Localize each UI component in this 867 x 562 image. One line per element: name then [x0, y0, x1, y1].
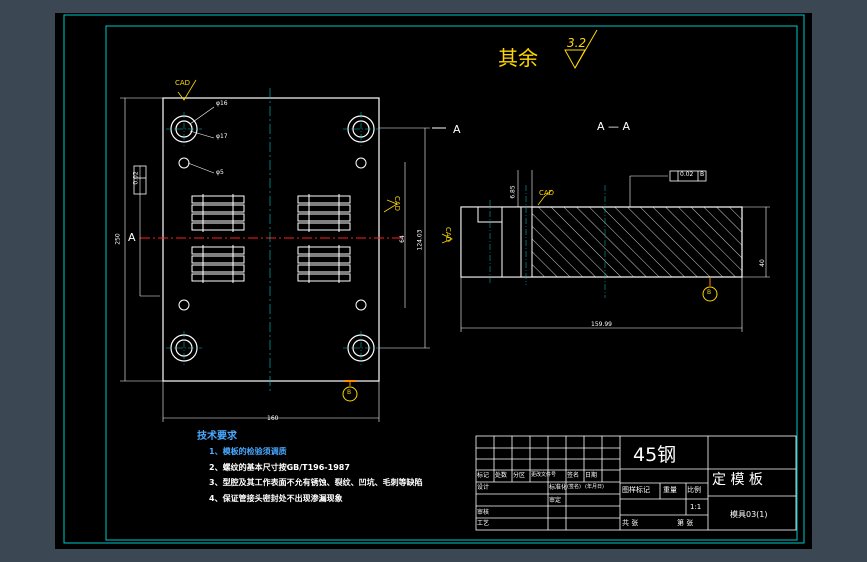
dim-hole-spacing: 124.03: [416, 229, 424, 251]
cad-label-section: CAD: [539, 189, 555, 197]
section-view: [441, 170, 770, 332]
section-groove: [520, 206, 533, 278]
tb-scale: 比例: [687, 486, 701, 494]
tech-requirements-title: 技术要求: [197, 431, 237, 442]
front-dimensions: [120, 97, 430, 422]
tb-sheet-no: 第 张: [677, 519, 694, 527]
tb-header-5: 日期: [585, 472, 598, 479]
tb-standard: 标准化: [549, 484, 568, 491]
cad-drawing: [63, 14, 805, 544]
datum-b-section: B: [707, 289, 712, 296]
parallel-tol-value: 0.02: [680, 171, 694, 178]
roughness-symbol-large: [564, 29, 598, 70]
drawing-canvas: 其余 3.2 A — A A A CAD CAD CAD CAD φ16 φ17…: [55, 13, 812, 549]
tb-stage: 图样标记: [622, 486, 650, 494]
cad-label-side: CAD: [444, 226, 453, 243]
tb-date: (年月日): [585, 484, 604, 490]
hole-label-2: φ17: [216, 133, 228, 140]
dim-side-length: 159.99: [591, 321, 612, 328]
title-block: [475, 435, 797, 531]
tb-header-0: 标记: [477, 472, 490, 479]
hole-centerlines: [166, 112, 379, 365]
roughness-prefix: 其余: [498, 46, 538, 70]
title-drawing-no: 模具03(1): [730, 510, 768, 519]
dim-groove: 6.85: [509, 185, 517, 199]
section-title: A — A: [597, 120, 631, 133]
plate-outline: [162, 97, 380, 382]
tb-header-1: 处数: [495, 472, 508, 479]
dim-width: 160: [267, 415, 279, 422]
tb-approve: 审定: [549, 497, 562, 504]
parallel-tol-datum: B: [700, 171, 705, 178]
tb-review: 审核: [477, 509, 490, 516]
datum-b-front: B: [347, 389, 352, 396]
tb-header-4: 签名: [567, 472, 580, 479]
tech-note-1: 1、模板的检验须调质: [209, 447, 287, 456]
cad-label-front: CAD: [175, 79, 191, 87]
dim-height: 250: [114, 233, 122, 245]
hole-label-3: φ5: [216, 169, 224, 176]
cavity-slots: [191, 194, 351, 283]
flatness-frame: [133, 165, 147, 195]
dim-center-gap: 64: [398, 235, 406, 243]
small-holes: [178, 157, 367, 311]
tb-design: 设计: [477, 484, 490, 491]
tb-total-sheets: 共 张: [622, 519, 639, 527]
tb-sign: (签名): [567, 484, 581, 490]
inner-frame: [105, 25, 798, 541]
section-centerlines: [489, 185, 606, 298]
dim-side-thickness: 40: [758, 259, 766, 267]
section-mark-left: A: [128, 231, 136, 244]
section-dimensions: [460, 170, 770, 332]
flatness-tol: 0.02: [132, 171, 140, 185]
tb-process: 工艺: [477, 520, 490, 527]
datum-marker-front: [342, 380, 358, 402]
tb-header-2: 分区: [513, 472, 526, 479]
tech-note-4: 4、保证管接头密封处不出现渗漏现象: [209, 494, 343, 503]
roughness-marks: [177, 79, 398, 213]
tb-header-3: 更改文件号: [531, 472, 557, 478]
hole-label-1: φ16: [216, 100, 228, 107]
datum-marker-section: [702, 277, 718, 302]
roughness-value: 3.2: [567, 36, 587, 50]
cad-label-right: CAD: [393, 195, 402, 212]
parallel-frame: [669, 170, 707, 182]
title-part-name: 定 模 板: [712, 472, 763, 488]
section-mark-right: A: [453, 123, 461, 136]
tech-note-3: 3、型腔及其工作表面不允有锈蚀、裂纹、凹坑、毛刺等缺陷: [209, 478, 423, 487]
section-roughness: [441, 189, 553, 244]
hole-leaders: [187, 106, 215, 174]
tech-note-2: 2、螺纹的基本尺寸按GB/T196-1987: [209, 463, 350, 472]
outer-frame: [63, 14, 805, 544]
tb-scale-value: 1:1: [690, 503, 702, 511]
title-material: 45钢: [633, 444, 677, 466]
front-view: [120, 79, 446, 422]
tb-weight: 重量: [663, 486, 677, 494]
